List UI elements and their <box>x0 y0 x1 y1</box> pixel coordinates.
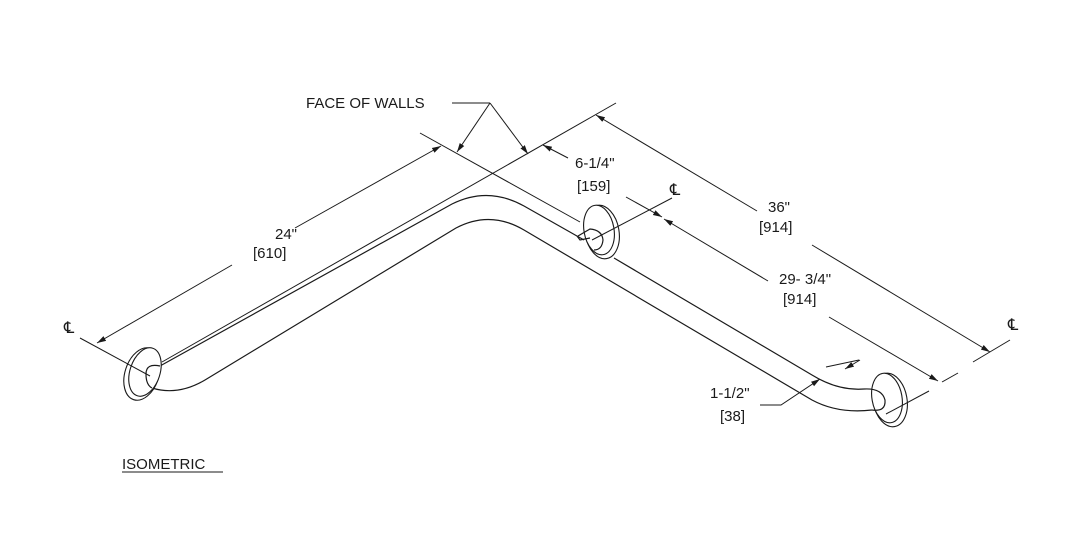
dim-1-1-2-metric: [38] <box>720 408 745 425</box>
middle-flange <box>576 204 620 260</box>
far-right-centerline <box>972 339 1011 363</box>
dim-6-1-4-imperial: 6-1/4" <box>575 155 615 172</box>
dim-24-metric: [610] <box>253 245 286 262</box>
leader-arrow-left <box>456 102 491 153</box>
dim-6-1-4-metric: [159] <box>577 178 610 195</box>
dim-6-1-4-arrow-lower <box>625 196 663 218</box>
dim-24-imperial: 24" <box>275 226 297 243</box>
dim-29-3-4-imperial: 29- 3/4" <box>779 271 831 288</box>
dim-6-1-4-arrow-upper <box>542 144 569 159</box>
wall-face-line-left <box>419 132 581 223</box>
tube-lower-edge <box>151 218 873 412</box>
dim-24-line-upper <box>294 145 442 229</box>
dim-36-line-lower <box>811 244 991 353</box>
right-centerline <box>885 390 930 415</box>
wall-face-line-right <box>161 102 617 363</box>
left-centerline <box>79 337 151 377</box>
view-title: ISOMETRIC <box>122 456 206 473</box>
right-flange <box>863 372 908 428</box>
flange-centerline-ext <box>941 372 959 383</box>
centerline-symbol-right: ℄ <box>1007 315 1019 334</box>
centerline-symbol-left: ℄ <box>63 318 75 337</box>
dim-24-line-lower <box>96 264 233 344</box>
dim-36-imperial: 36" <box>768 199 790 216</box>
dim-1-1-2-extension <box>825 359 860 368</box>
dim-29-3-4-metric: [914] <box>783 291 816 308</box>
leader-arrow-right <box>489 102 529 155</box>
dim-36-line-upper <box>595 114 758 212</box>
centerline-symbol-middle: ℄ <box>669 180 681 199</box>
tube-upper-edge-right <box>613 257 865 390</box>
dim-1-1-2-imperial: 1-1/2" <box>710 385 750 402</box>
left-flange <box>123 347 162 401</box>
face-of-walls-label: FACE OF WALLS <box>306 95 425 112</box>
tube-upper-edge <box>159 194 585 367</box>
dim-29-3-4-line-upper <box>663 218 769 282</box>
dim-29-3-4-line-lower <box>828 316 939 382</box>
dim-1-1-2-arrow-upper <box>844 359 861 370</box>
dim-36-metric: [914] <box>759 219 792 236</box>
middle-centerline <box>591 197 673 241</box>
dim-1-1-2-leader <box>760 378 821 406</box>
